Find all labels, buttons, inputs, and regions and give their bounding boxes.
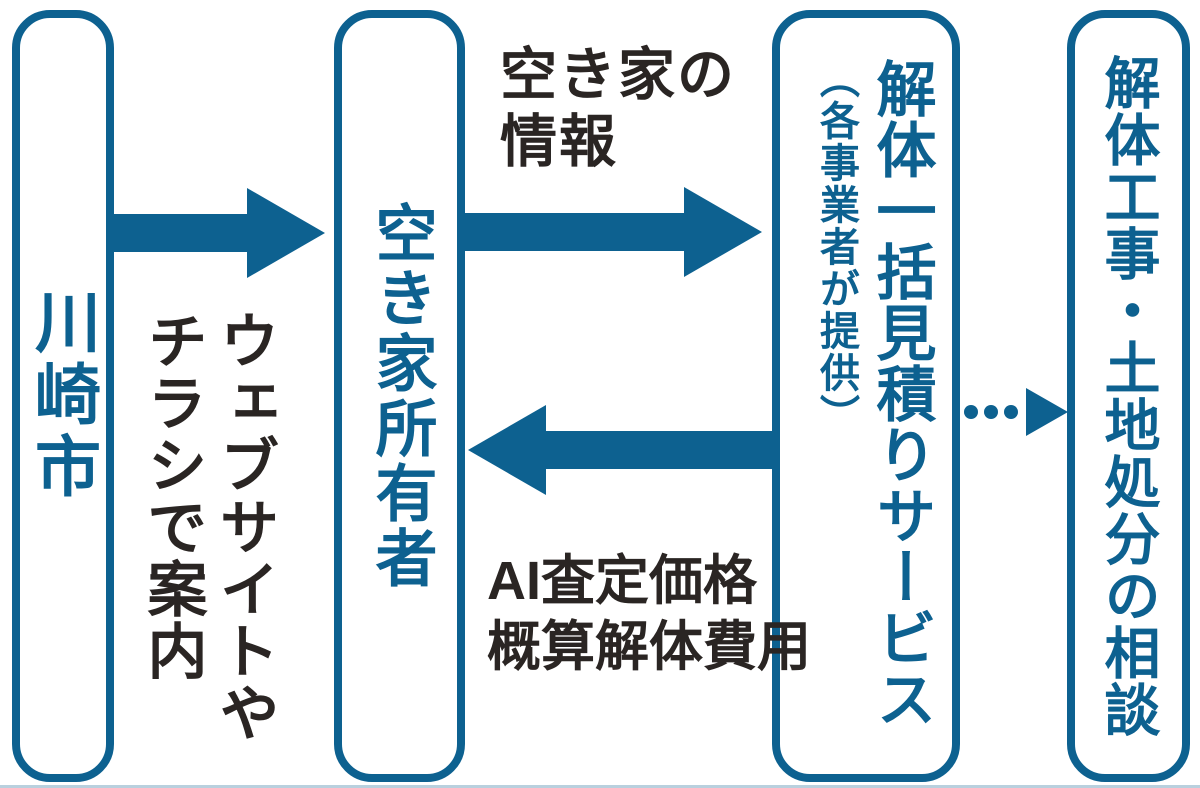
- arrow-service-to-owner: [468, 405, 772, 495]
- edge-label-vacant-house-info-line2: 情報: [500, 110, 618, 174]
- arrow-service-to-consultation-dotted: [964, 388, 1068, 436]
- node-estimate-service-label: 解体一括見積りサービス: [868, 58, 935, 729]
- edge-label-ai-price-line2: 概算解体費用: [487, 617, 811, 677]
- node-consultation: 解体工事・土地処分の相談: [1067, 10, 1190, 782]
- arrow-shaft: [114, 214, 247, 252]
- node-vacant-house-owner-label: 空き家所有者: [365, 201, 435, 591]
- edge-label-ai-price-line1: AI査定価格: [487, 551, 757, 611]
- arrow-city-to-owner: [114, 188, 325, 278]
- dot-icon: [964, 405, 978, 419]
- arrow-right-head-icon: [247, 188, 325, 278]
- node-vacant-house-owner: 空き家所有者: [334, 10, 465, 782]
- node-consultation-label: 解体工事・土地処分の相談: [1097, 54, 1160, 738]
- arrow-shaft: [465, 213, 684, 251]
- arrow-right-head-icon: [684, 187, 762, 277]
- edge-label-vacant-house-info-line1: 空き家の: [500, 43, 736, 107]
- dot-icon: [1004, 405, 1018, 419]
- node-kawasaki-city-label: 川崎市: [26, 288, 100, 504]
- edge-label-website-flyer: ウェブサイトや チラシで案内: [139, 310, 278, 744]
- edge-label-ai-price: AI査定価格 概算解体費用: [487, 548, 811, 680]
- edge-label-website-flyer-line1: ウェブサイトや: [211, 310, 278, 744]
- bottom-hairline: [0, 785, 1200, 788]
- node-estimate-service-sublabel: （各事業者が提供）: [814, 58, 858, 436]
- arrow-shaft: [546, 431, 772, 469]
- node-kawasaki-city: 川崎市: [12, 10, 114, 782]
- arrow-owner-to-service: [465, 187, 762, 277]
- arrow-right-head-icon: [1026, 388, 1068, 436]
- node-estimate-service: 解体一括見積りサービス （各事業者が提供）: [772, 10, 960, 782]
- edge-label-website-flyer-line2: チラシで案内: [139, 310, 206, 682]
- edge-label-vacant-house-info: 空き家の 情報: [500, 42, 736, 176]
- dot-icon: [984, 405, 998, 419]
- arrow-left-head-icon: [468, 405, 546, 495]
- node-estimate-service-text: 解体一括見積りサービス （各事業者が提供）: [814, 18, 952, 729]
